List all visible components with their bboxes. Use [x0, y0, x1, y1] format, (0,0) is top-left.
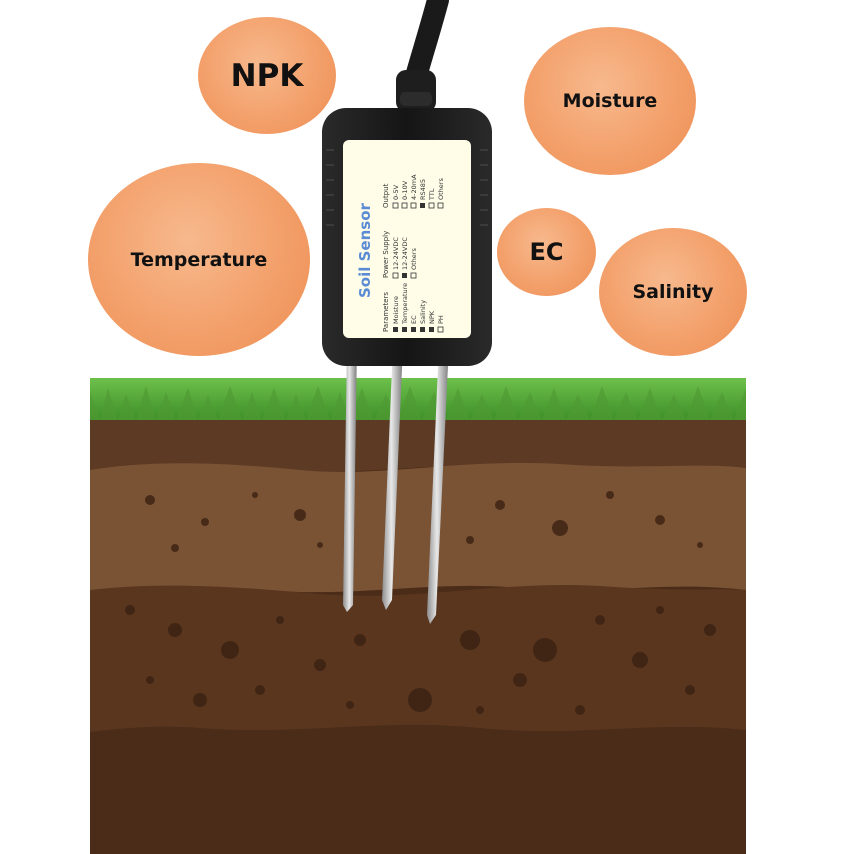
sensor-label-panel — [343, 140, 471, 338]
output-option-4: RS485 — [419, 179, 427, 200]
param-ph: PH — [437, 315, 445, 324]
power-option-3: Others — [410, 248, 418, 270]
probe-right — [427, 345, 449, 624]
param-npk: NPK — [428, 310, 436, 324]
soil-lower-layer — [90, 584, 746, 732]
output-option-3: 4-20mA — [410, 174, 418, 200]
parameters-heading: Parameters — [382, 292, 390, 332]
sensor-title: Soil Sensor — [356, 202, 374, 298]
sensor-body — [322, 108, 492, 366]
ec-bubble: EC — [497, 208, 596, 296]
salinity-bubble: Salinity — [599, 228, 747, 356]
power-option-1: 12-24VDC — [392, 237, 400, 270]
param-moisture: Moisture — [392, 296, 400, 324]
output-option-5: TTL — [428, 188, 436, 201]
param-salinity: Salinity — [419, 300, 427, 324]
output-heading: Output — [382, 183, 390, 208]
ec-label: EC — [529, 238, 564, 266]
moisture-bubble: Moisture — [524, 27, 696, 175]
soil-middle-layer — [90, 462, 746, 593]
npk-bubble: NPK — [198, 17, 336, 134]
npk-label: NPK — [230, 57, 304, 94]
probe-left — [343, 345, 357, 612]
param-ec: EC — [410, 315, 418, 324]
power-option-2: 12-24VDC — [401, 237, 409, 270]
power-heading: Power Supply — [382, 231, 390, 278]
output-option-2: 0-10V — [401, 180, 409, 200]
param-temperature: Temperature — [401, 283, 409, 325]
output-option-1: 0-5V — [392, 184, 400, 200]
sensor-label-text: Soil Sensor Parameters Moisture Temperat… — [356, 174, 445, 333]
grass — [90, 378, 746, 440]
sensor-probes — [343, 345, 449, 624]
output-option-6: Others — [437, 178, 445, 200]
temperature-label: Temperature — [130, 248, 268, 271]
sensor-cable — [404, 0, 449, 91]
soil-pebbles — [125, 491, 716, 715]
salinity-label: Salinity — [632, 281, 714, 303]
probe-middle — [382, 345, 403, 610]
moisture-label: Moisture — [562, 90, 658, 112]
temperature-bubble: Temperature — [88, 163, 310, 356]
soil-layers — [90, 400, 746, 854]
